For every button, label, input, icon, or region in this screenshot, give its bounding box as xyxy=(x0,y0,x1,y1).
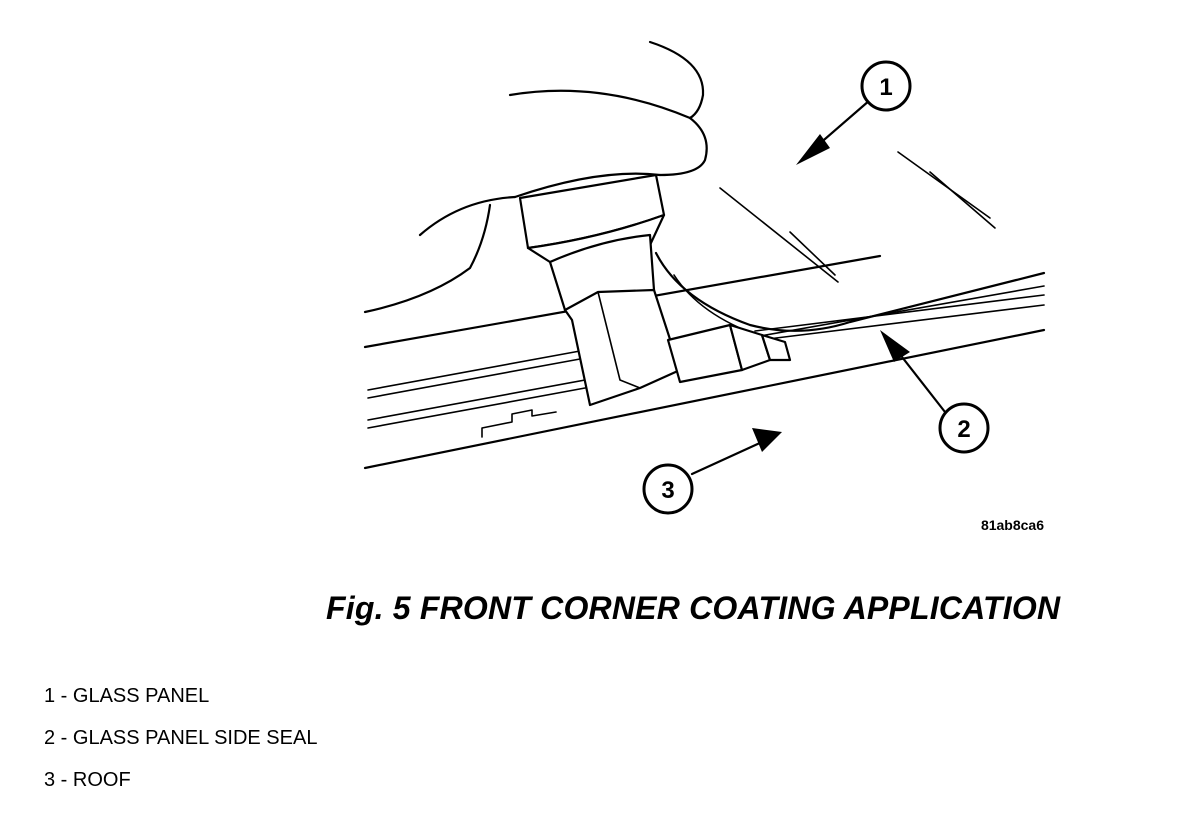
callout-number: 3 xyxy=(661,477,674,504)
legend-item: 1 - GLASS PANEL xyxy=(44,685,210,707)
callout-1: 1 xyxy=(796,60,912,165)
reference-code: 81ab8ca6 xyxy=(981,517,1044,533)
figure-caption: Fig. 5 FRONT CORNER COATING APPLICATION xyxy=(326,590,1061,626)
illustration: 1 2 3 81ab8ca6 xyxy=(363,40,1046,533)
callout-3: 3 xyxy=(642,428,782,515)
callout-2: 2 xyxy=(880,330,990,454)
applicator xyxy=(518,173,792,407)
callout-number: 1 xyxy=(879,74,892,101)
glass-panel-side-seal xyxy=(754,294,1045,341)
glass-panel xyxy=(654,151,1046,337)
legend-item: 3 - ROOF xyxy=(44,769,131,791)
legend-item: 2 - GLASS PANEL SIDE SEAL xyxy=(44,727,318,749)
callout-number: 2 xyxy=(957,416,970,443)
legend: 1 - GLASS PANEL 2 - GLASS PANEL SIDE SEA… xyxy=(44,686,317,812)
hand xyxy=(363,40,708,314)
